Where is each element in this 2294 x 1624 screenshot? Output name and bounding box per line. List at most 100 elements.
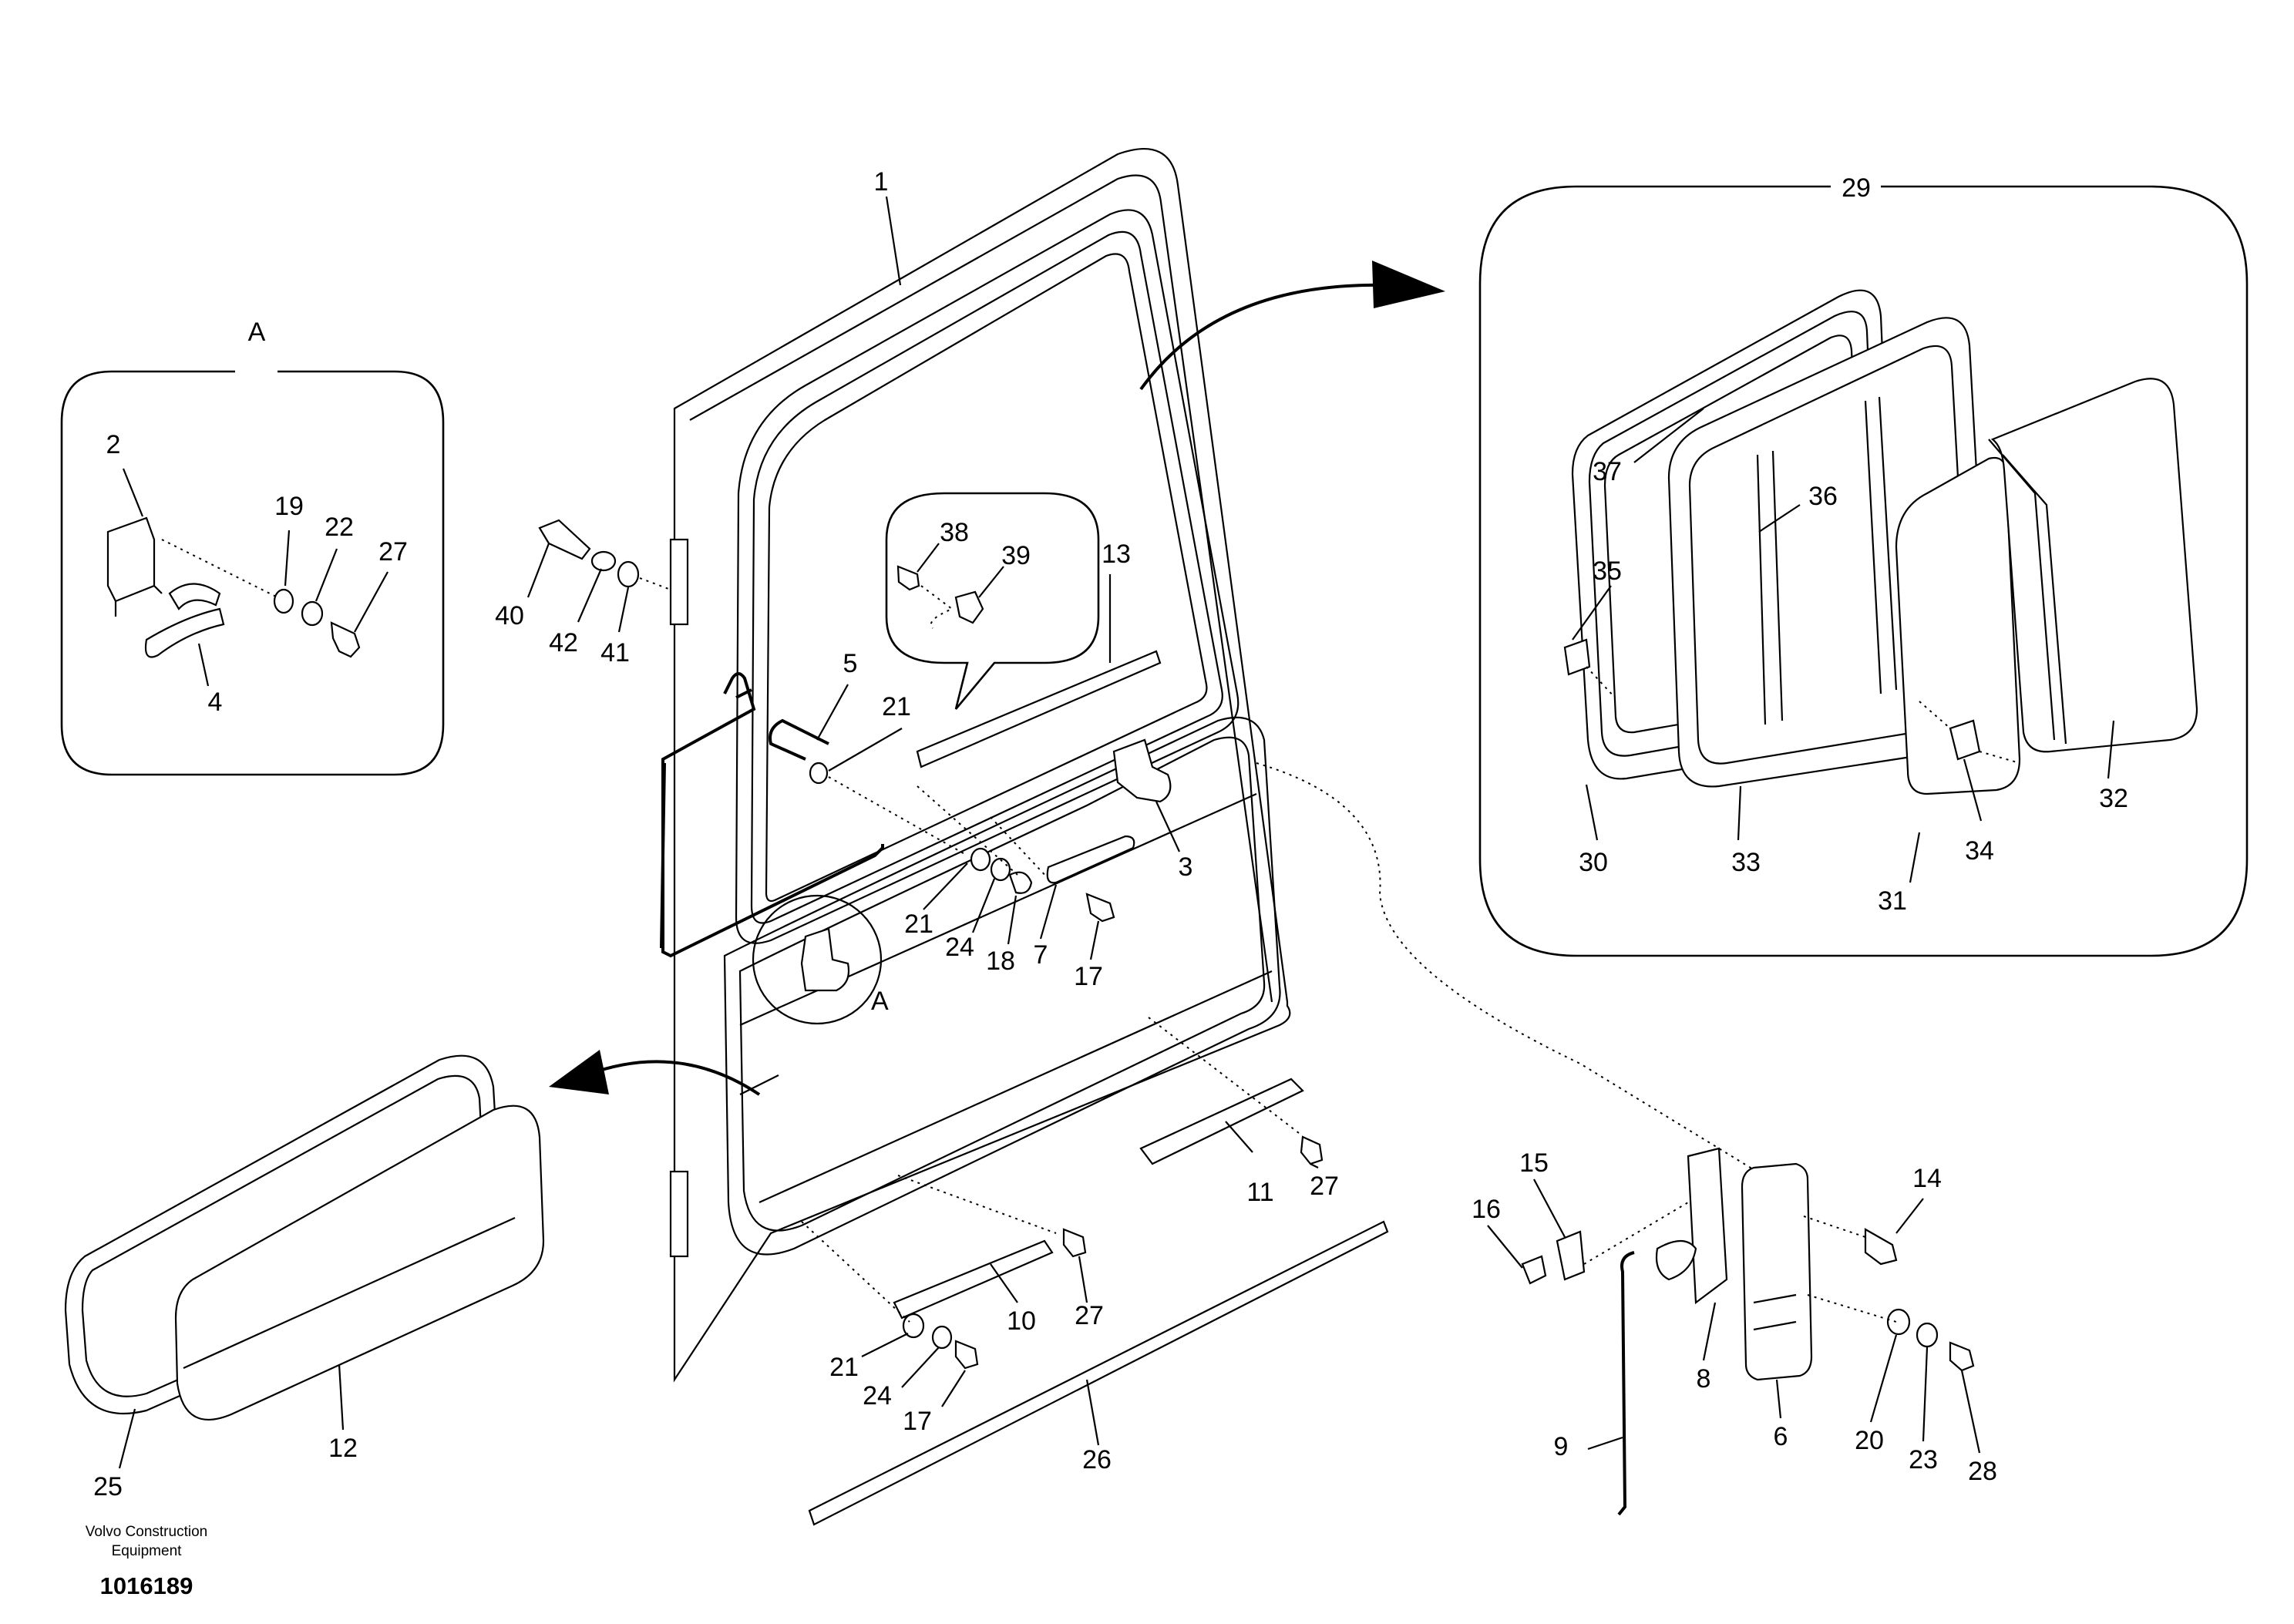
screw-part	[1864, 1228, 1898, 1266]
callout-35: 35	[1593, 556, 1622, 586]
nut-part	[902, 1313, 925, 1339]
callout-15: 15	[1519, 1148, 1549, 1178]
callout-28: 28	[1968, 1457, 1997, 1486]
weather-strip-part	[808, 1220, 1389, 1526]
nut-part	[1886, 1308, 1911, 1336]
callout-27: 27	[1075, 1301, 1104, 1330]
callout-8: 8	[1697, 1364, 1711, 1394]
callout-32: 32	[2099, 784, 2128, 813]
callout-9: 9	[1554, 1432, 1569, 1461]
callout-41: 41	[600, 638, 630, 667]
callout-29: 29	[1842, 173, 1871, 203]
callout-14: 14	[1912, 1164, 1942, 1193]
callout-17: 17	[1074, 962, 1103, 991]
lower-window-glass-part	[174, 1105, 545, 1421]
callout-21: 21	[882, 692, 911, 721]
callout-23: 23	[1909, 1445, 1938, 1474]
brand-line-2: Equipment	[112, 1543, 183, 1559]
washer-part	[931, 1325, 953, 1350]
callout-26: 26	[1082, 1445, 1112, 1474]
lower-window-assembly: 25 12	[64, 1054, 545, 1501]
upper-window-opening	[735, 209, 1240, 944]
callout-31: 31	[1878, 886, 1907, 916]
footer: Volvo Construction Equipment 1016189	[86, 1524, 207, 1599]
detail-a-title: A	[248, 318, 266, 347]
washer-part	[1916, 1322, 1939, 1348]
callout-27: 27	[1310, 1172, 1339, 1201]
screw-part	[896, 565, 920, 591]
door-frame-part	[673, 148, 1291, 1383]
latch-plate-part	[1556, 1230, 1586, 1281]
lock-cylinder-part	[1655, 1239, 1697, 1281]
rubber-strip-part	[916, 650, 1162, 768]
fastener-callout-bubble	[885, 492, 1100, 710]
callout-12: 12	[328, 1434, 358, 1463]
bolt-part	[538, 519, 591, 560]
callout-17: 17	[903, 1407, 932, 1436]
nut-part	[617, 560, 640, 588]
knob-part	[954, 590, 984, 624]
callout-38: 38	[940, 518, 969, 547]
brand-line-1: Volvo Construction	[86, 1524, 207, 1540]
bolt-part	[330, 621, 361, 658]
arrow-to-window-box	[1139, 283, 1388, 391]
outer-glass-part	[1990, 378, 2198, 753]
callout-24: 24	[945, 933, 974, 962]
lower-hinge-part	[669, 1170, 689, 1258]
document-number: 1016189	[100, 1572, 193, 1599]
cap-part	[1008, 871, 1033, 894]
callout-19: 19	[274, 492, 304, 521]
arrow-head	[549, 1050, 609, 1094]
detail-a-ref: A	[871, 987, 889, 1016]
screw-part	[1062, 1228, 1087, 1258]
screw-part	[1521, 1255, 1547, 1285]
callout-1: 1	[874, 167, 889, 197]
callout-36: 36	[1808, 482, 1838, 511]
callout-18: 18	[986, 946, 1015, 976]
nut-part	[809, 762, 829, 785]
callout-34: 34	[1965, 836, 1994, 866]
detail-a-circle	[752, 894, 883, 1025]
callout-37: 37	[1593, 457, 1622, 486]
arrow-head	[1372, 261, 1445, 308]
callout-16: 16	[1472, 1195, 1501, 1224]
upper-hinge-part	[669, 538, 689, 626]
callout-11: 11	[1246, 1178, 1273, 1207]
window-assembly-box: 29 37 36 35 30 33 31 34 32	[1478, 173, 2249, 957]
callout-3: 3	[1179, 852, 1193, 882]
lower-panel	[723, 716, 1281, 1256]
rail-part	[1139, 1078, 1304, 1165]
cover-plate-part	[1741, 1162, 1813, 1381]
callout-13: 13	[1102, 540, 1131, 569]
callout-6: 6	[1774, 1422, 1788, 1451]
callout-5: 5	[843, 649, 858, 678]
lock-assembly: 15 16 9 8 6 20 23 28 14	[1472, 1147, 1997, 1516]
callout-7: 7	[1034, 940, 1048, 970]
washer-part	[590, 550, 617, 572]
callout-21: 21	[904, 910, 933, 939]
nut-part	[970, 847, 991, 872]
detail-a-box: A 2 19 22 27 4	[60, 318, 445, 776]
callout-40: 40	[495, 601, 524, 630]
screw-part	[1085, 893, 1115, 923]
door-handle-part	[800, 927, 850, 992]
callout-25: 25	[93, 1472, 123, 1501]
door-assembly: A 38 3 9	[495, 148, 1789, 1526]
callout-21: 21	[829, 1353, 859, 1382]
washer-part	[301, 600, 324, 627]
callout-2: 2	[106, 430, 121, 459]
callout-42: 42	[549, 628, 578, 657]
callout-10: 10	[1007, 1306, 1036, 1336]
rod-part	[1617, 1251, 1635, 1516]
handle-part	[144, 607, 225, 658]
bolt-part	[1949, 1341, 1975, 1372]
callout-27: 27	[378, 537, 408, 567]
hinge-plate-part	[106, 516, 156, 603]
arrow-to-lower-window	[585, 1060, 761, 1096]
callout-20: 20	[1855, 1426, 1884, 1455]
handle-bracket-part	[168, 583, 221, 610]
callout-30: 30	[1579, 848, 1608, 877]
lock-body-part	[1687, 1147, 1728, 1305]
